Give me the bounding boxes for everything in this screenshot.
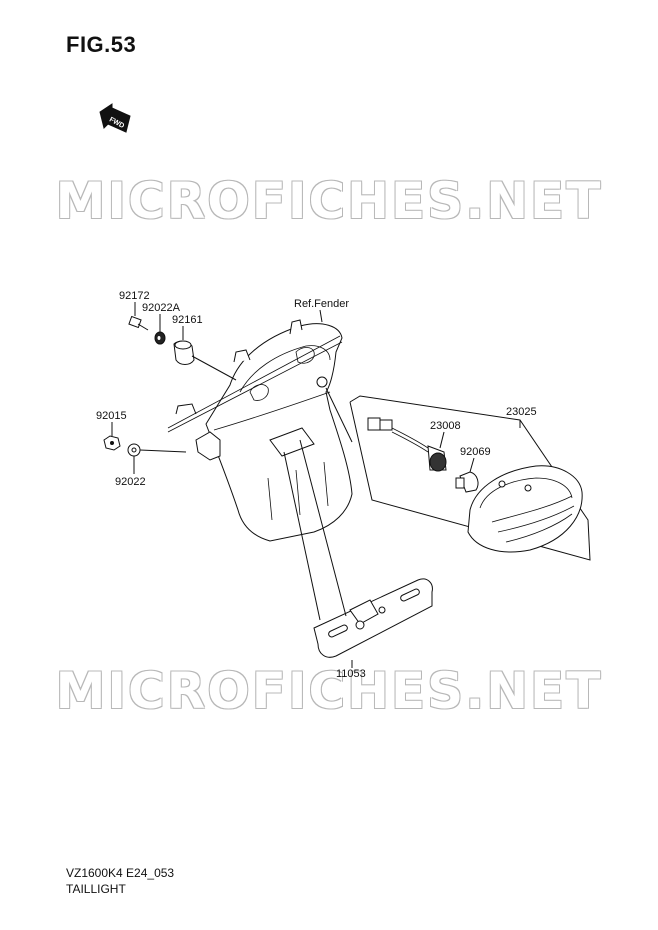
label-92161: 92161 <box>172 314 203 326</box>
license-bracket-11053 <box>313 578 433 658</box>
washer-92022a <box>154 331 166 345</box>
label-11053: 11053 <box>336 668 366 680</box>
figure-title: FIG.53 <box>66 32 137 57</box>
label-23025: 23025 <box>506 406 537 418</box>
washer-92022 <box>127 443 141 457</box>
cushion-92161 <box>173 340 195 365</box>
label-92022: 92022 <box>115 476 146 488</box>
taillight-23025 <box>467 465 583 553</box>
bolt-92172 <box>128 315 149 331</box>
label-92172: 92172 <box>119 290 150 302</box>
label-ref-fender: Ref.Fender <box>294 298 350 310</box>
fwd-arrow-icon: FWD <box>99 103 131 133</box>
socket-harness-23008 <box>367 417 447 472</box>
rear-fender <box>167 319 353 542</box>
footer-name: TAILLIGHT <box>66 882 126 896</box>
bulb-92069 <box>455 471 479 493</box>
label-92022a: 92022A <box>142 302 180 314</box>
footer-code: VZ1600K4 E24_053 <box>66 866 175 880</box>
label-92069: 92069 <box>460 446 491 458</box>
label-92015: 92015 <box>96 410 127 422</box>
label-23008: 23008 <box>430 420 461 432</box>
nut-92015 <box>103 435 121 451</box>
